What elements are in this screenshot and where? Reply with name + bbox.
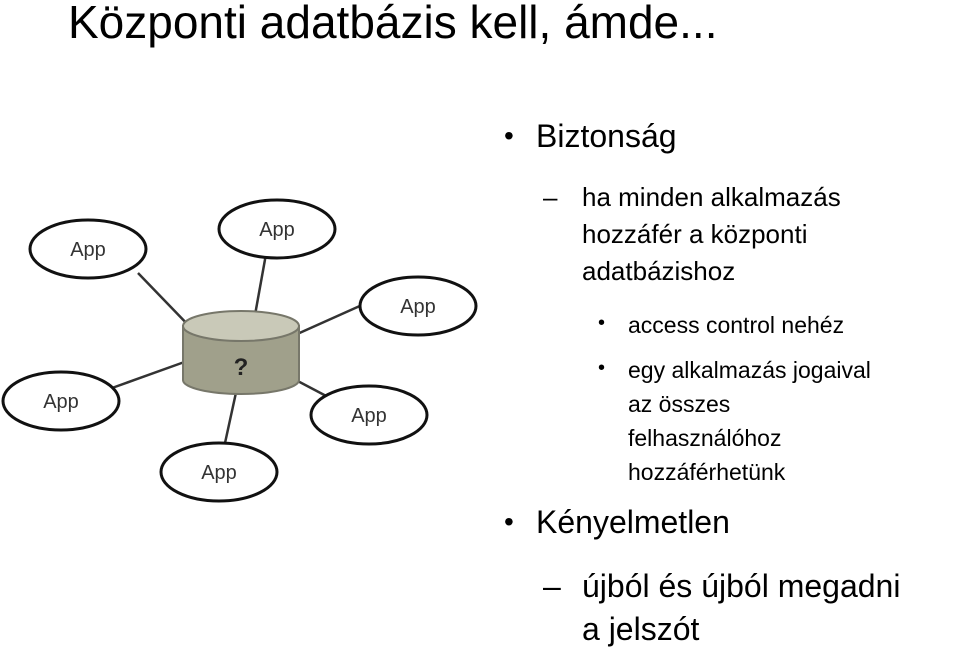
connector-line (223, 387, 239, 444)
app-label: App (43, 391, 79, 413)
security-sub-line: ha minden alkalmazás (582, 182, 841, 212)
app-label: App (201, 462, 237, 484)
database-diagram: ? App App App App App App (1, 198, 478, 503)
app-node: App (217, 198, 337, 260)
inconvenient-sub-line: a jelszót (582, 611, 700, 647)
app-label: App (70, 239, 106, 261)
security-point: az összes (628, 391, 731, 417)
connector-line (294, 303, 363, 337)
bullet-dot: • (504, 506, 514, 537)
inconvenient-sub-line: újból és újból megadni (582, 568, 901, 604)
connector-line (111, 358, 191, 390)
bullet-dot: • (598, 312, 606, 334)
bullet-dot: • (598, 357, 606, 379)
bullet-dot: • (504, 120, 514, 151)
security-sub-line: hozzáfér a központi (582, 219, 808, 249)
dash-marker: – (543, 182, 558, 212)
app-node: App (309, 384, 429, 446)
app-node: App (159, 441, 279, 503)
security-point: hozzáférhetünk (628, 459, 786, 485)
bullet-inconvenient: Kényelmetlen (536, 504, 730, 540)
security-point: felhasználóhoz (628, 425, 782, 451)
security-sub-line: adatbázishoz (582, 256, 736, 286)
security-point: access control nehéz (628, 312, 845, 338)
database-label: ? (234, 354, 249, 381)
bullet-list: • Biztonság – ha minden alkalmazás hozzá… (500, 0, 960, 653)
bullet-security: Biztonság (536, 118, 677, 154)
app-label: App (400, 296, 436, 318)
app-node: App (1, 370, 121, 432)
dash-marker: – (543, 568, 561, 604)
slide-title: Központi adatbázis kell, ámde... (68, 0, 718, 48)
app-node: App (28, 218, 148, 280)
app-node: App (358, 275, 478, 337)
connector-line (137, 272, 194, 331)
connector-line (253, 253, 268, 316)
app-label: App (351, 405, 387, 427)
database-icon: ? (182, 310, 300, 395)
app-label: App (259, 219, 295, 241)
security-point: egy alkalmazás jogaival (628, 357, 871, 383)
